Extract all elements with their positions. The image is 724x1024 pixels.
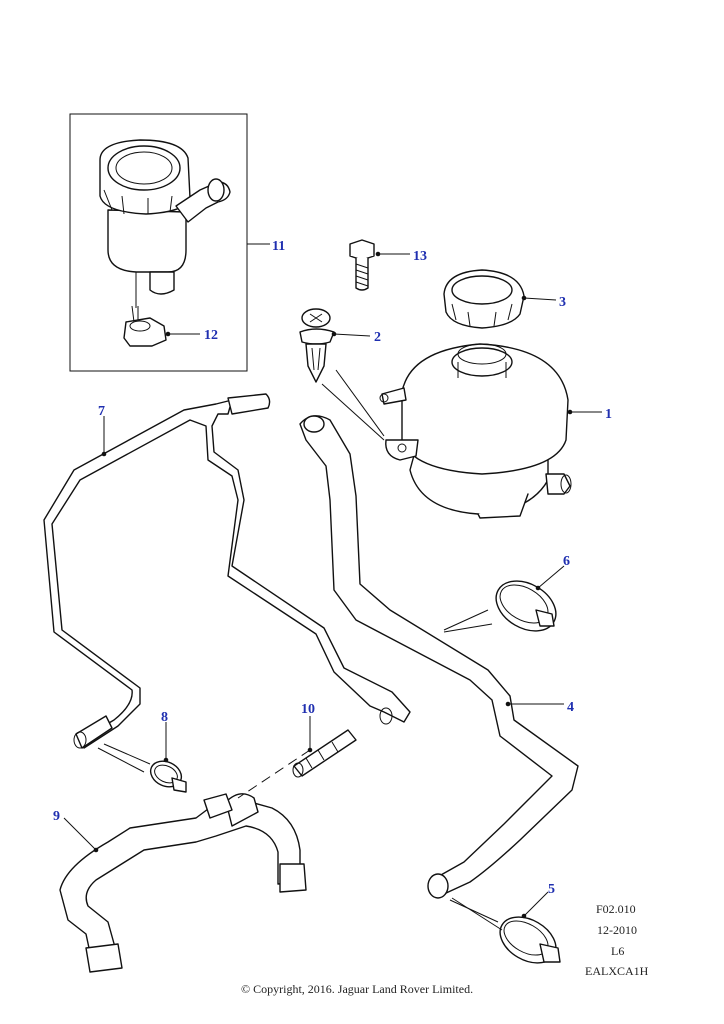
sensor-reservoir-assembly — [99, 139, 231, 308]
level-sensor — [123, 305, 167, 347]
coolant-pipe — [43, 393, 411, 749]
filler-cap — [443, 269, 525, 329]
callout-11: 11 — [272, 239, 285, 254]
callout-1: 1 — [605, 407, 612, 422]
expansion-tank — [379, 343, 572, 519]
callout-8: 8 — [161, 710, 168, 725]
reference-block: F02.010 12-2010 L6 EALXCA1H — [585, 902, 649, 978]
callout-10: 10 — [301, 702, 315, 717]
bypass-hose — [59, 793, 307, 973]
leader-lines — [63, 243, 602, 931]
callout-4: 4 — [567, 700, 574, 715]
callout-5: 5 — [548, 882, 555, 897]
hose-clip-upper — [495, 580, 557, 632]
callout-13: 13 — [413, 249, 427, 264]
callout-labels: 1 2 3 4 5 6 7 8 9 10 11 12 13 — [53, 239, 612, 897]
callout-7: 7 — [98, 404, 105, 419]
copyright-notice: © Copyright, 2016. Jaguar Land Rover Lim… — [241, 982, 473, 996]
callout-9: 9 — [53, 809, 60, 824]
push-clip — [299, 308, 335, 383]
illustration-code: EALXCA1H — [585, 964, 649, 978]
hose-clip-small — [149, 760, 187, 793]
engine-code: L6 — [611, 944, 624, 958]
hose-connector — [292, 729, 357, 778]
hose-clip-lower — [499, 916, 561, 964]
callout-3: 3 — [559, 295, 566, 310]
callout-6: 6 — [563, 554, 570, 569]
bolt — [349, 239, 375, 291]
coolant-hose — [299, 415, 579, 899]
revision-date: 12-2010 — [597, 923, 637, 937]
inset-box — [69, 113, 248, 372]
callout-2: 2 — [374, 330, 381, 345]
figure-number: F02.010 — [596, 902, 636, 916]
callout-12: 12 — [204, 328, 218, 343]
